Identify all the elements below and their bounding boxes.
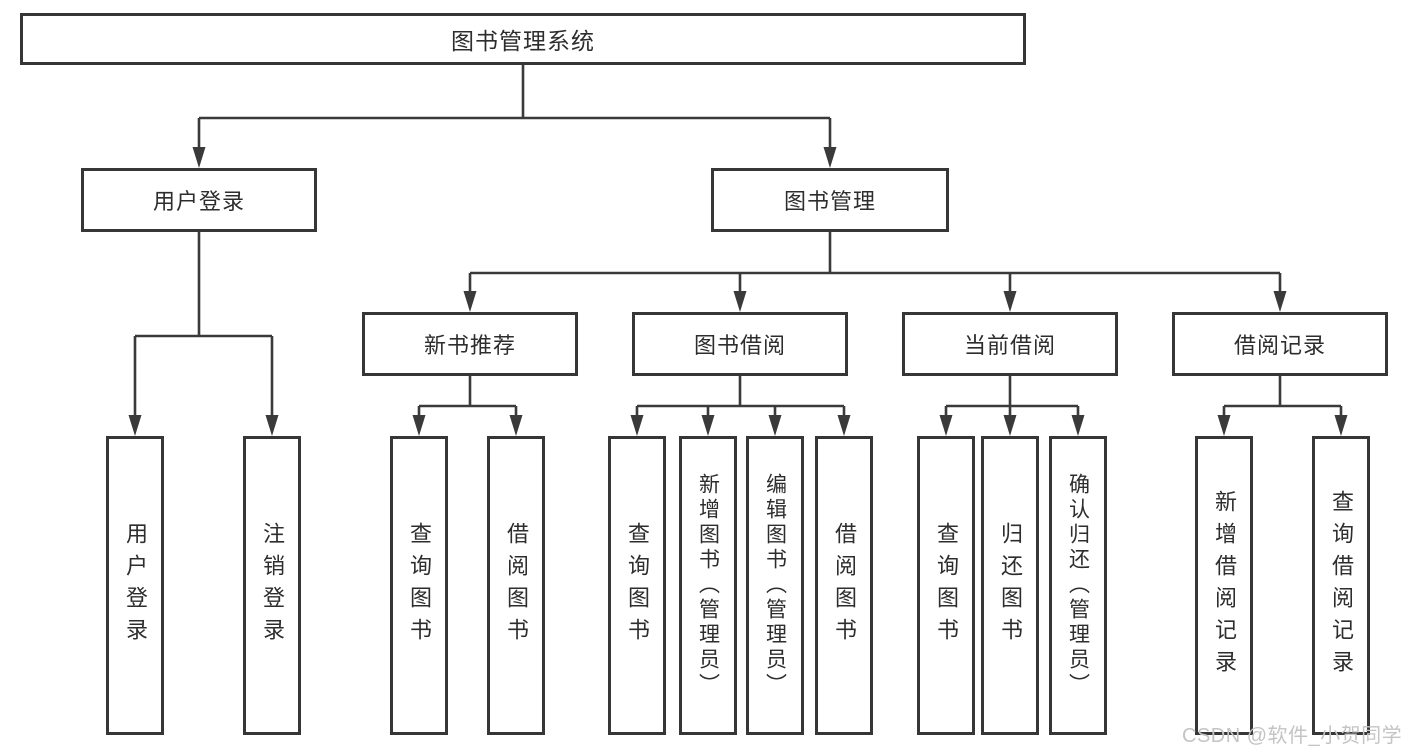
- leaf-borrow-borrow-books: 借阅图书: [815, 436, 873, 735]
- leaf-logout-label: 注销登录: [260, 521, 285, 650]
- node-new-book-recommend: 新书推荐: [362, 312, 578, 376]
- leaf-borrow-edit-books-admin: 编辑图书（管理员）: [746, 436, 804, 735]
- leaf-borrow-add-books-admin: 新增图书（管理员）: [679, 436, 737, 735]
- leaf-current-return-books-label: 归还图书: [998, 521, 1023, 650]
- node-user-login-label: 用户登录: [152, 189, 245, 214]
- node-book-borrow: 图书借阅: [632, 312, 848, 376]
- leaf-records-query-record-label: 查询借阅记录: [1329, 489, 1354, 682]
- leaf-borrow-query-books-label: 查询图书: [625, 521, 650, 650]
- csdn-watermark: CSDN @软件_小贺同学: [1182, 725, 1403, 747]
- leaf-records-query-record: 查询借阅记录: [1312, 436, 1370, 735]
- leaf-logout: 注销登录: [243, 436, 301, 735]
- leaf-user-login: 用户登录: [106, 436, 164, 735]
- node-borrow-records: 借阅记录: [1172, 312, 1388, 376]
- leaf-current-query-books-label: 查询图书: [934, 521, 959, 650]
- leaf-current-return-books: 归还图书: [981, 436, 1039, 735]
- leaf-records-add-record-label: 新增借阅记录: [1212, 489, 1237, 682]
- node-book-management: 图书管理: [711, 168, 949, 232]
- leaf-newbook-borrow-books-label: 借阅图书: [504, 521, 529, 650]
- leaf-user-login-label: 用户登录: [123, 521, 148, 650]
- arrowhead-icons: [128, 147, 1348, 436]
- leaf-newbook-borrow-books: 借阅图书: [487, 436, 545, 735]
- node-current-borrow: 当前借阅: [902, 312, 1118, 376]
- leaf-records-add-record: 新增借阅记录: [1195, 436, 1253, 735]
- leaf-newbook-query-books-label: 查询图书: [407, 521, 432, 650]
- node-root: 图书管理系统: [20, 13, 1026, 65]
- leaf-borrow-query-books: 查询图书: [608, 436, 666, 735]
- node-new-book-recommend-label: 新书推荐: [423, 333, 516, 358]
- node-borrow-records-label: 借阅记录: [1233, 333, 1326, 358]
- leaf-borrow-borrow-books-label: 借阅图书: [832, 521, 857, 650]
- node-root-label: 图书管理系统: [451, 28, 595, 54]
- leaf-newbook-query-books: 查询图书: [390, 436, 448, 735]
- leaf-current-query-books: 查询图书: [917, 436, 975, 735]
- leaf-borrow-edit-books-admin-label: 编辑图书（管理员）: [763, 473, 787, 698]
- leaf-current-confirm-return-admin-label: 确认归还（管理员）: [1066, 473, 1090, 698]
- node-user-login: 用户登录: [81, 168, 317, 232]
- node-current-borrow-label: 当前借阅: [963, 333, 1056, 358]
- node-book-borrow-label: 图书借阅: [693, 333, 786, 358]
- node-book-management-label: 图书管理: [783, 189, 876, 214]
- leaf-current-confirm-return-admin: 确认归还（管理员）: [1049, 436, 1107, 735]
- leaf-borrow-add-books-admin-label: 新增图书（管理员）: [696, 473, 720, 698]
